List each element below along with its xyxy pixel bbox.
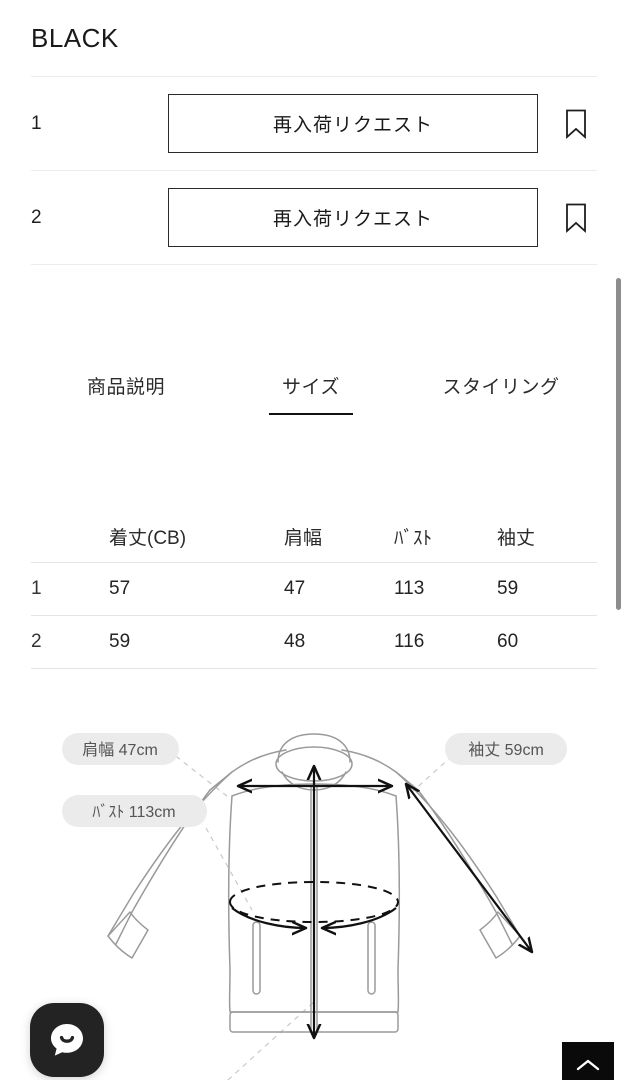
bust-label-pill <box>62 795 207 827</box>
tab-label: 商品説明 <box>86 377 165 398</box>
bust-arrow-left <box>231 907 306 928</box>
column-header-sleeve: 袖丈 <box>497 528 536 550</box>
tab-size[interactable]: サイズ <box>221 372 401 415</box>
table-header-row: 着丈(CB) 肩幅 ﾊﾞｽﾄ 袖丈 <box>31 512 597 562</box>
bookmark-icon <box>566 203 586 233</box>
column-header-length: 着丈(CB) <box>109 528 187 550</box>
tab-label: スタイリング <box>442 377 560 398</box>
bookmark-button[interactable] <box>538 109 597 139</box>
bust-ellipse <box>228 880 400 924</box>
chevron-up-icon <box>576 1059 600 1071</box>
table-row: 1 再入荷リクエスト <box>31 77 597 170</box>
divider <box>31 170 597 171</box>
scrollbar-track[interactable] <box>616 0 625 1080</box>
cell-sleeve: 60 <box>497 630 519 652</box>
bust-label-text: ﾊﾞｽﾄ 113cm <box>92 803 175 821</box>
tab-description[interactable]: 商品説明 <box>31 372 221 415</box>
variant-size-label: 1 <box>31 112 42 134</box>
chat-bubble-icon <box>51 1024 83 1056</box>
tab-label: サイズ <box>282 377 340 398</box>
size-measurement-table: 着丈(CB) 肩幅 ﾊﾞｽﾄ 袖丈 1 57 47 113 59 2 59 48… <box>31 512 597 669</box>
chat-widget-button[interactable] <box>30 1003 104 1077</box>
table-row: 1 57 47 113 59 <box>31 562 597 615</box>
cell-size: 2 <box>31 630 42 652</box>
cell-length: 59 <box>109 630 131 652</box>
shoulder-label-text: 肩幅 47cm <box>82 741 158 759</box>
column-header-size <box>31 512 109 562</box>
product-info-tabs: 商品説明 サイズ スタイリング <box>31 372 601 415</box>
leader-lines <box>167 749 453 1080</box>
cell-shoulder: 48 <box>284 630 306 652</box>
table-row: 2 再入荷リクエスト <box>31 171 597 264</box>
cell-bust: 113 <box>394 577 425 599</box>
cell-shoulder: 47 <box>284 577 306 599</box>
bust-arrow-right <box>322 907 397 928</box>
restock-request-button[interactable]: 再入荷リクエスト <box>168 188 538 247</box>
divider <box>31 264 597 265</box>
measurement-labels: 肩幅 47cm ﾊﾞｽﾄ 113cm 袖丈 59cm <box>62 733 567 827</box>
sleeve-label-pill <box>445 733 567 765</box>
sleeve-arrow <box>406 784 532 952</box>
cell-sleeve: 59 <box>497 577 519 599</box>
variant-list: 1 再入荷リクエスト 2 再入荷リクエスト <box>31 76 597 265</box>
restock-request-button[interactable]: 再入荷リクエスト <box>168 94 538 153</box>
jacket-diagram-svg: 肩幅 47cm ﾊﾞｽﾄ 113cm 袖丈 59cm <box>62 733 567 1080</box>
shoulder-label-pill <box>62 733 179 765</box>
measurement-arrows <box>231 766 532 1038</box>
cell-size: 1 <box>31 577 42 599</box>
tab-active-underline <box>269 412 353 415</box>
table-row: 2 59 48 116 60 <box>31 615 597 668</box>
column-header-shoulder: 肩幅 <box>284 528 323 550</box>
scroll-to-top-button[interactable] <box>562 1042 614 1080</box>
tab-styling[interactable]: スタイリング <box>401 372 601 415</box>
sleeve-label-text: 袖丈 59cm <box>468 741 544 759</box>
column-header-bust: ﾊﾞｽﾄ <box>394 528 433 550</box>
scrollbar-thumb[interactable] <box>616 278 621 610</box>
divider <box>31 76 597 77</box>
bookmark-button[interactable] <box>538 203 597 233</box>
cell-bust: 116 <box>394 630 425 652</box>
bookmark-icon <box>566 109 586 139</box>
size-measurement-diagram: 肩幅 47cm ﾊﾞｽﾄ 113cm 袖丈 59cm <box>0 700 628 1080</box>
cell-length: 57 <box>109 577 131 599</box>
variant-size-label: 2 <box>31 206 42 228</box>
page-title: BLACK <box>31 23 119 53</box>
